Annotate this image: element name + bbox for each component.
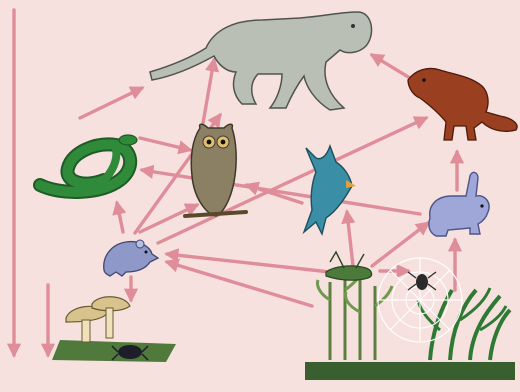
- spider-web-icon: [378, 258, 462, 342]
- arrow-snake-to-cougar: [80, 88, 142, 118]
- spider-icon: [408, 272, 436, 290]
- arrow-rabbit-to-snake: [142, 170, 420, 214]
- mouse-icon: [104, 240, 158, 276]
- fox-icon: [408, 68, 517, 140]
- arrow-snake-to-owl: [140, 138, 190, 150]
- mushroom-icon: [52, 297, 176, 362]
- arrow-grass-to-bird: [347, 212, 353, 266]
- owl-icon: [185, 124, 246, 216]
- cougar-icon: [150, 12, 372, 110]
- rabbit-icon: [429, 172, 489, 236]
- plants-icon: [305, 270, 515, 380]
- arrow-fox-to-cougar: [372, 55, 410, 78]
- grasshopper-icon: [326, 252, 372, 280]
- arrow-mouse-to-snake: [117, 203, 123, 232]
- snake-icon: [40, 135, 137, 192]
- arrow-owl-to-cougar: [203, 60, 214, 123]
